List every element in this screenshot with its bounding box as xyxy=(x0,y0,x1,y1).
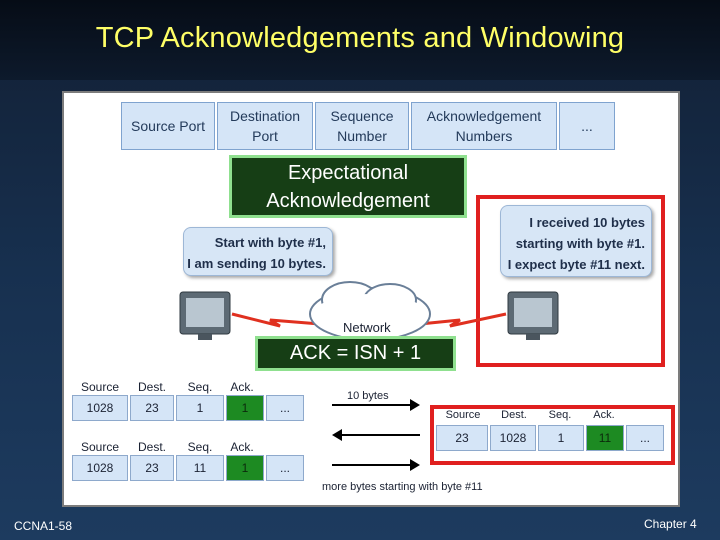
receiver-computer-icon xyxy=(507,291,559,340)
footer-slide-number: CCNA1-58 xyxy=(14,519,73,533)
header-field-line: Port xyxy=(252,128,278,144)
reply-source: 23 xyxy=(436,425,488,451)
reply-ack: 11 xyxy=(586,425,624,451)
reply-highlight-frame xyxy=(430,405,675,465)
sender-computer-icon xyxy=(179,291,231,340)
slide-title: TCP Acknowledgements and Windowing xyxy=(95,22,625,54)
expectational-ack-callout: Expectational Acknowledgement xyxy=(229,155,467,218)
receiver-highlight-frame xyxy=(476,195,665,367)
network-label: Network xyxy=(343,320,391,335)
sender-speech-bubble: Start with byte #1, I am sending 10 byte… xyxy=(183,227,333,276)
arrow-label-10-bytes: 10 bytes xyxy=(347,390,389,402)
column-label-seq: Seq. xyxy=(187,440,213,454)
segment1-ack: 1 xyxy=(226,395,264,421)
receiver-link-icon xyxy=(419,312,507,328)
segment2-seq: 11 xyxy=(176,455,224,481)
header-field-line: ... xyxy=(581,118,593,134)
arrow-label-more-bytes: more bytes starting with byte #11 xyxy=(322,481,483,493)
network-cloud-icon xyxy=(309,281,431,341)
receiver-bubble-line-3: I expect byte #11 next. xyxy=(507,257,645,272)
header-field-destination-port: Destination Port xyxy=(217,102,313,150)
segment2-dest: 23 xyxy=(130,455,174,481)
header-field-line: Numbers xyxy=(455,128,513,144)
callout-line-2: Acknowledgement xyxy=(266,189,430,212)
arrow-right-icon xyxy=(332,459,420,471)
callout-line-1: Expectational xyxy=(287,161,409,184)
sender-link-icon xyxy=(231,312,321,328)
segment1-dest: 23 xyxy=(130,395,174,421)
column-label-source: Source xyxy=(80,380,120,394)
header-field-line: Number xyxy=(337,128,387,144)
header-field-line: Sequence xyxy=(330,108,394,124)
column-label-dest: Dest. xyxy=(501,409,527,421)
segment1-seq: 1 xyxy=(176,395,224,421)
column-label-dest: Dest. xyxy=(137,380,166,394)
segment2-more: ... xyxy=(266,455,304,481)
reply-seq: 1 xyxy=(538,425,584,451)
receiver-bubble-line-2: starting with byte #1. xyxy=(515,236,645,251)
column-label-seq: Seq. xyxy=(187,380,213,394)
segment1-source: 1028 xyxy=(72,395,128,421)
sender-bubble-line-1: Start with byte #1, xyxy=(214,235,326,250)
segment2-source: 1028 xyxy=(72,455,128,481)
segment1-more: ... xyxy=(266,395,304,421)
header-field-more: ... xyxy=(559,102,615,150)
footer-chapter: Chapter 4 xyxy=(644,517,697,531)
sender-bubble-line-2: I am sending 10 bytes. xyxy=(187,256,326,271)
arrow-right-icon xyxy=(332,399,420,411)
header-field-sequence-number: Sequence Number xyxy=(315,102,409,150)
column-label-source: Source xyxy=(80,440,120,454)
reply-more: ... xyxy=(626,425,664,451)
arrows xyxy=(332,399,420,471)
receiver-bubble-line-1: I received 10 bytes xyxy=(529,215,645,230)
header-field-line: Acknowledgement xyxy=(426,108,542,124)
column-label-ack: Ack. xyxy=(230,380,254,394)
receiver-speech-bubble: I received 10 bytes starting with byte #… xyxy=(500,205,652,277)
header-field-line: Destination xyxy=(229,108,301,124)
network-illustration xyxy=(179,281,559,341)
segment2-ack: 1 xyxy=(226,455,264,481)
header-field-acknowledgement-numbers: Acknowledgement Numbers xyxy=(411,102,557,150)
arrow-left-icon xyxy=(332,429,420,441)
title-band xyxy=(0,0,720,80)
header-field-source-port: Source Port xyxy=(121,102,215,150)
column-label-ack: Ack. xyxy=(230,440,254,454)
column-label-seq: Seq. xyxy=(548,409,572,421)
column-label-ack: Ack. xyxy=(593,409,615,421)
ack-formula-box: ACK = ISN + 1 xyxy=(255,336,456,371)
reply-dest: 1028 xyxy=(490,425,536,451)
header-field-line: Source Port xyxy=(131,118,205,134)
column-label-dest: Dest. xyxy=(137,440,166,454)
column-label-source: Source xyxy=(445,409,481,421)
